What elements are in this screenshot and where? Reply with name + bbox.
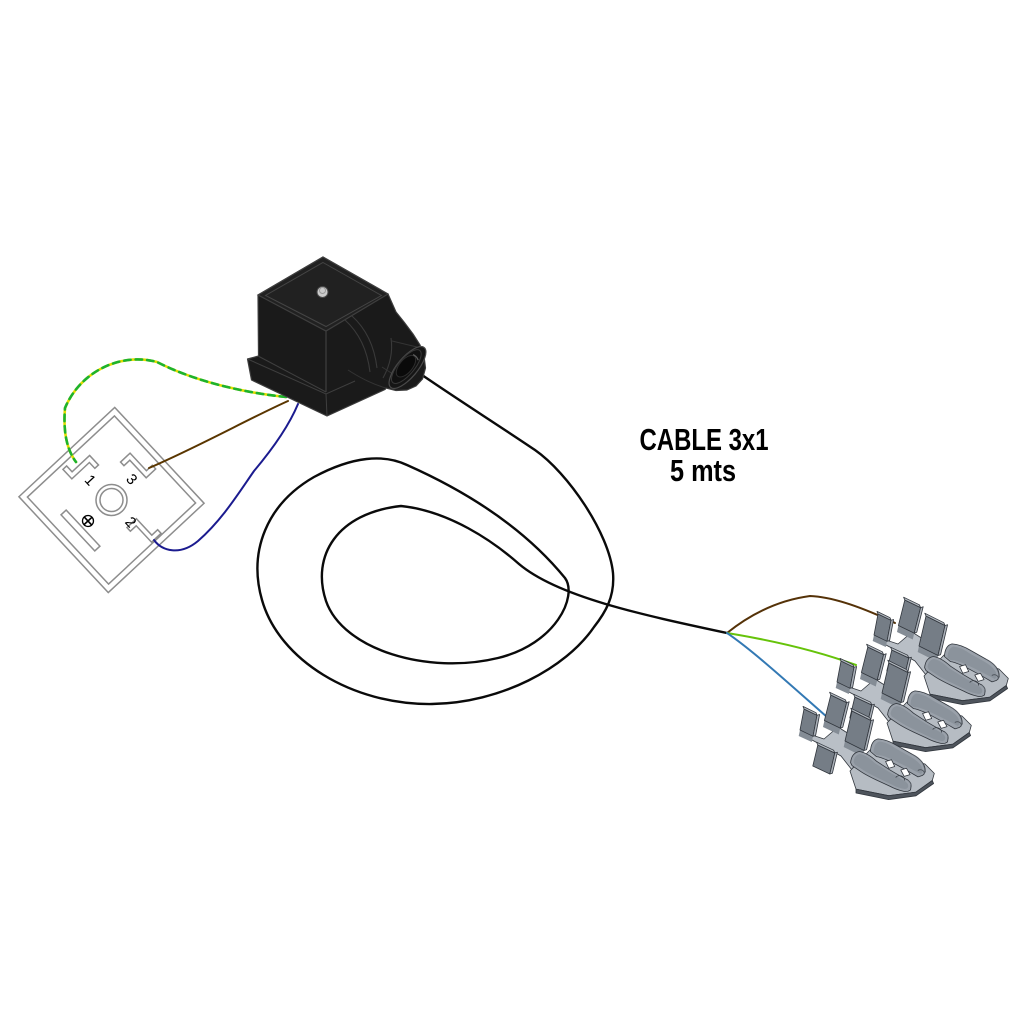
svg-text:CABLE 3x1: CABLE 3x1 — [640, 422, 769, 457]
svg-text:5 mts: 5 mts — [670, 453, 736, 488]
